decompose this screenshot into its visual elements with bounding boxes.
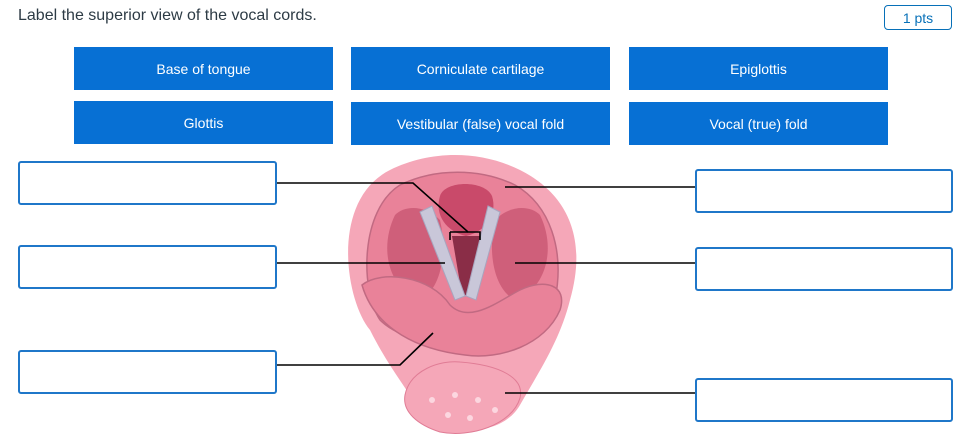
drop-zone-right-3[interactable] — [695, 378, 953, 422]
chip-vestibular-vocal-fold[interactable]: Vestibular (false) vocal fold — [351, 102, 610, 145]
tongue-papilla — [429, 397, 435, 403]
chip-corniculate-cartilage[interactable]: Corniculate cartilage — [351, 47, 610, 90]
lower-folds — [361, 276, 563, 357]
vestibular-fold-right — [491, 208, 548, 300]
epiglottis-shape — [438, 184, 494, 236]
question-prompt: Label the superior view of the vocal cor… — [18, 7, 317, 24]
tongue-papilla — [475, 397, 481, 403]
drop-zone-left-2[interactable] — [18, 245, 277, 289]
chip-vocal-true-fold[interactable]: Vocal (true) fold — [629, 102, 888, 145]
drop-zone-right-1[interactable] — [695, 169, 953, 213]
chip-base-of-tongue[interactable]: Base of tongue — [74, 47, 333, 90]
tongue-papilla — [452, 392, 458, 398]
vocal-cord-left — [419, 205, 466, 301]
tongue-papilla — [492, 407, 498, 413]
drop-zone-left-1[interactable] — [18, 161, 277, 205]
chip-glottis[interactable]: Glottis — [74, 101, 333, 144]
points-badge: 1 pts — [884, 5, 952, 30]
tongue-base-shape — [404, 361, 522, 434]
vocal-cord-right — [465, 205, 501, 301]
drop-zone-left-3[interactable] — [18, 350, 277, 394]
leader-line-3 — [277, 332, 434, 366]
tongue-papilla — [445, 412, 451, 418]
drop-zone-right-2[interactable] — [695, 247, 953, 291]
tongue-papilla — [467, 415, 473, 421]
chip-epiglottis[interactable]: Epiglottis — [629, 47, 888, 90]
